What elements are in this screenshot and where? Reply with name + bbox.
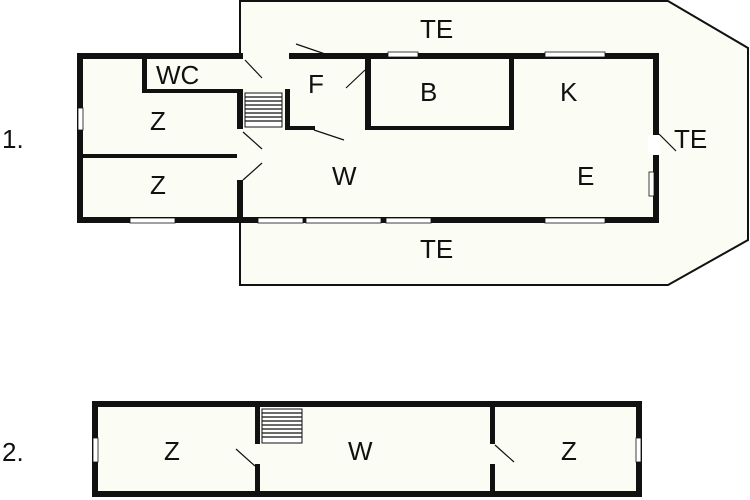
room-label-z-left: Z [164,436,180,466]
floor-1-windows [77,51,655,224]
terrace-label-top: TE [420,14,453,44]
room-label-wc: WC [156,60,199,90]
floor-2-windows [92,437,642,463]
room-label-e: E [577,161,594,191]
floor-2-number: 2. [2,437,24,467]
terrace-label-bottom: TE [420,234,453,264]
floor-2-interior [96,404,638,494]
floor-2-stairs [261,408,303,444]
room-label-w-2: W [348,436,373,466]
floor-1: 1. WC F B K Z Z W E TE TE TE [2,0,749,286]
room-label-b: B [420,77,437,107]
room-label-z-bottom: Z [150,170,166,200]
room-label-w: W [332,161,357,191]
floor-2-interior-walls [255,404,495,494]
terrace-label-right: TE [674,124,707,154]
room-label-z-top: Z [150,106,166,136]
floor-1-stairs [244,92,283,128]
floor-2: 2. Z W Z [2,401,642,497]
room-label-k: K [560,77,578,107]
floor-1-doors [237,43,677,181]
room-label-z-right: Z [561,436,577,466]
floor-2-doors [235,444,515,467]
floor-1-interior-walls [80,55,514,220]
floor-1-number: 1. [2,124,24,154]
room-label-f: F [308,69,324,99]
